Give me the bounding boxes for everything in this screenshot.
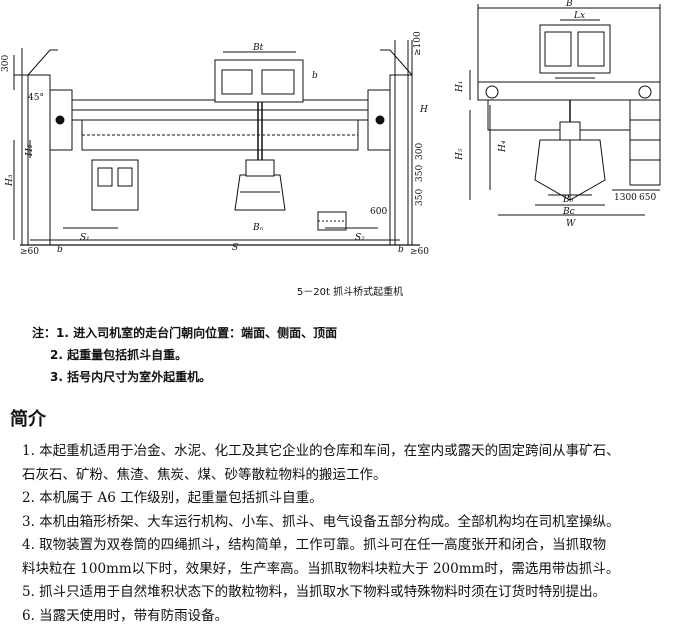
dim-Bc: Bᴄ — [562, 207, 575, 217]
dim-350-a: 350 — [415, 165, 425, 182]
dim-ge60-right: ≥60 — [410, 247, 429, 257]
crane-drawing: 300 45° Bt b ≥100 H H₂ H₃ 300 350 350 60… — [0, 0, 700, 300]
dim-h: H — [419, 105, 428, 115]
section-title: 简介 — [10, 405, 46, 431]
note-3: 3. 括号内尺寸为室外起重机。 — [32, 366, 337, 388]
dim-300-right: 300 — [415, 143, 425, 160]
dim-350-b: 350 — [415, 189, 425, 206]
dim-B: B — [565, 0, 573, 9]
intro-line: 4. 取物装置为双卷筒的四绳抓斗，结构简单，工作可靠。抓斗可在任一高度张开和闭合… — [22, 534, 620, 558]
dim-bn: Bₙ — [252, 223, 264, 233]
dim-b-right: b — [398, 245, 404, 255]
dim-W: W — [566, 219, 576, 229]
dim-B0: B₀ — [562, 195, 574, 205]
intro-line: 2. 本机属于 A6 工作级别，起重量包括抓斗自重。 — [22, 487, 620, 511]
dim-s1: S₁ — [80, 233, 90, 243]
dim-H1: H₁ — [455, 81, 465, 93]
dim-H5: H₅ — [455, 148, 465, 161]
dim-300-left: 300 — [1, 55, 11, 72]
intro-line: 石灰石、矿粉、焦渣、焦炭、煤、砂等散粒物料的搬运工作。 — [22, 464, 620, 488]
dim-600: 600 — [370, 207, 387, 217]
intro-line: 1. 本起重机适用于冶金、水泥、化工及其它企业的仓库和车间，在室内或露天的固定跨… — [22, 440, 620, 464]
dim-1300: 1300 — [614, 193, 637, 203]
intro-paragraphs: 1. 本起重机适用于冶金、水泥、化工及其它企业的仓库和车间，在室内或露天的固定跨… — [22, 440, 620, 628]
figure-caption: 5－20t 抓斗桥式起重机 — [0, 283, 700, 298]
dim-b-top: b — [312, 71, 318, 81]
right-building-column — [390, 75, 412, 245]
dim-ge100: ≥100 — [413, 31, 423, 56]
dim-s2: S₂ — [355, 233, 365, 243]
intro-line: 6. 当露天使用时，带有防雨设备。 — [22, 605, 620, 628]
notes-block: 注：1. 进入司机室的走台门朝向位置：端面、侧面、顶面 2. 起重量包括抓斗自重… — [32, 322, 337, 388]
dim-ge60-left: ≥60 — [20, 247, 39, 257]
note-1: 注：1. 进入司机室的走台门朝向位置：端面、侧面、顶面 — [32, 322, 337, 344]
dim-h3: H₃ — [5, 174, 15, 187]
dim-lx: Lx — [573, 11, 585, 21]
intro-line: 料块粒在 100mm以下时，效果好，生产率高。当抓取物料块粒大于 200mm时，… — [22, 558, 620, 582]
intro-line: 3. 本机由箱形桥架、大车运行机构、小车、抓斗、电气设备五部分构成。全部机构均在… — [22, 511, 620, 535]
dim-bt: Bt — [252, 43, 264, 53]
dim-650: 650 — [639, 193, 656, 203]
dim-h2: H₂ — [25, 144, 35, 157]
dim-H4: H₄ — [498, 140, 508, 153]
dim-s: S — [232, 243, 238, 253]
intro-line: 5. 抓斗只适用于自然堆积状态下的散粒物料，当抓取水下物料或特殊物料时须在订货时… — [22, 581, 620, 605]
dim-b-left: b — [57, 245, 63, 255]
note-2: 2. 起重量包括抓斗自重。 — [32, 344, 337, 366]
dim-angle-45: 45° — [28, 93, 44, 103]
